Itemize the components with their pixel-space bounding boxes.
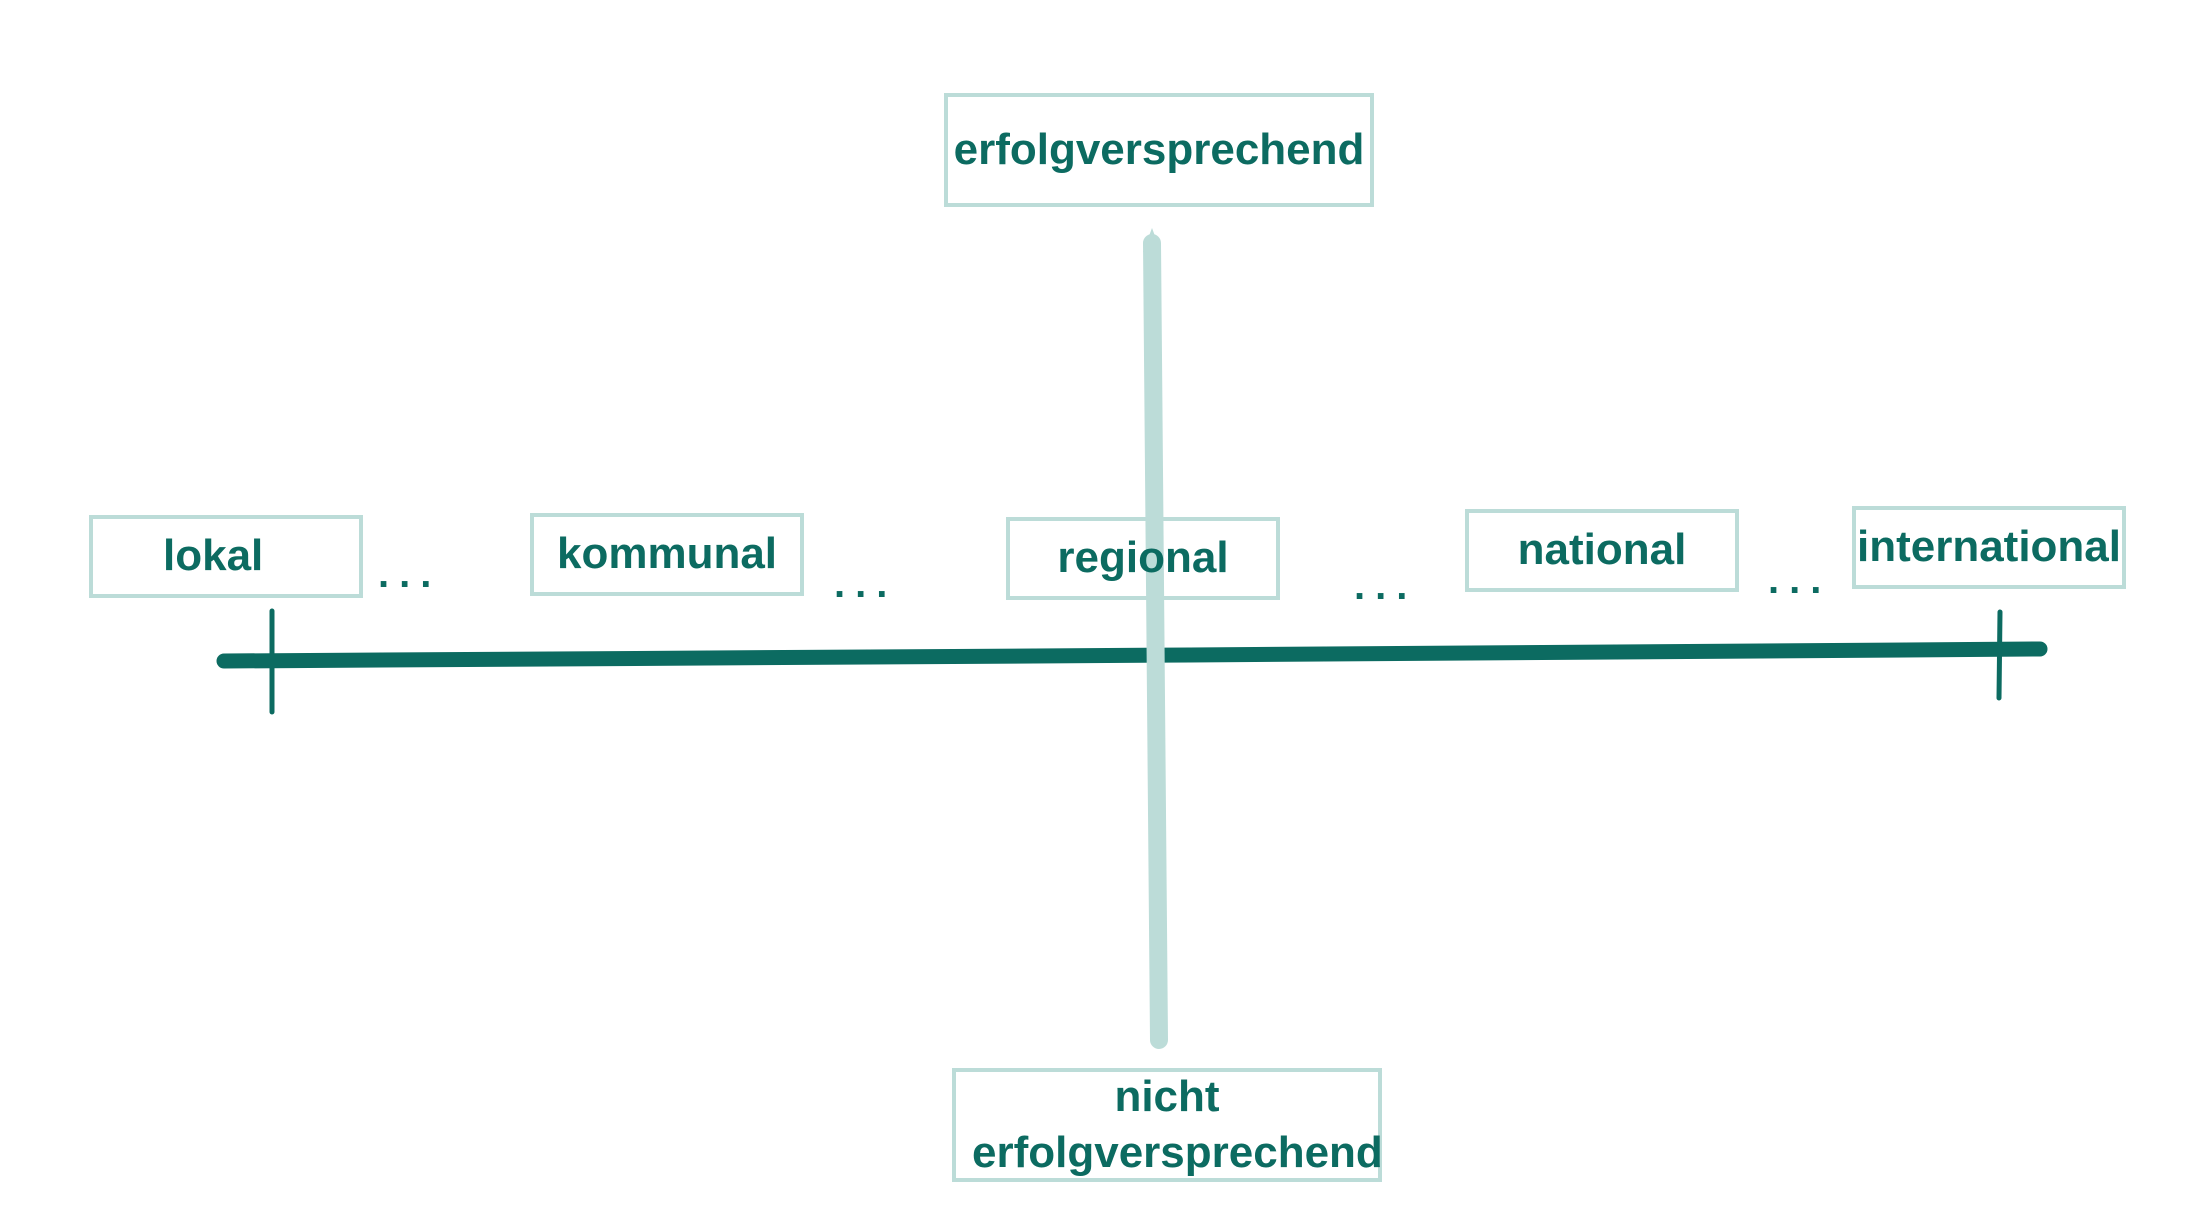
label-erfolgversprechend: erfolgversprechend <box>944 93 1374 207</box>
scale-label-international-text: international <box>1856 522 2122 572</box>
scale-label-regional-text: regional <box>1057 533 1229 583</box>
scale-label-kommunal-text: kommunal <box>556 529 778 579</box>
scale-label-regional: regional <box>1006 517 1280 600</box>
horizontal-axis <box>216 641 2048 669</box>
vertical-arrowhead <box>1143 228 1161 252</box>
separator-1: ... <box>378 552 442 596</box>
separator-3: ... <box>1354 564 1418 608</box>
tick-right <box>1996 609 2003 701</box>
scale-label-kommunal: kommunal <box>530 513 804 596</box>
separator-2: ... <box>834 562 898 606</box>
scale-label-lokal: lokal <box>89 515 363 598</box>
scale-label-national: national <box>1465 509 1739 592</box>
label-nicht-erfolgversprechend: nicht erfolgversprechend <box>952 1068 1383 1182</box>
label-erfolgversprechend-text: erfolgversprechend <box>953 124 1365 174</box>
label-nicht-erfolgversprechend-text: nicht erfolgversprechend <box>972 1071 1383 1177</box>
scale-label-national-text: national <box>1517 525 1687 575</box>
scale-label-lokal-text: lokal <box>163 531 264 581</box>
separator-4: ... <box>1768 558 1832 602</box>
scale-label-international: international <box>1852 506 2126 589</box>
vertical-axis <box>1143 234 1168 1049</box>
